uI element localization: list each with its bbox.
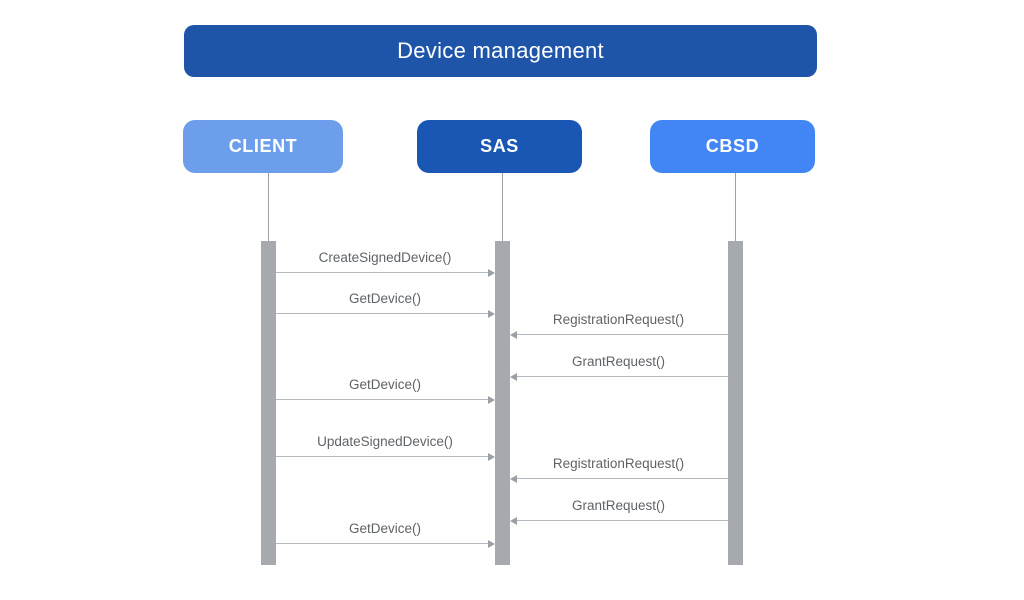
actor-box-cbsd: CBSD (650, 120, 815, 173)
message-arrow-line (516, 478, 728, 479)
message-arrow-line (516, 334, 728, 335)
lifeline-client (268, 173, 269, 241)
message-arrow-head (509, 474, 517, 483)
actor-label-client: CLIENT (228, 136, 298, 156)
message-arrow-head (487, 268, 495, 277)
message-label: RegistrationRequest() (552, 312, 685, 327)
lifeline-sas (502, 173, 503, 241)
activation-bar-sas (494, 241, 510, 565)
message-label: CreateSignedDevice() (318, 250, 452, 265)
message-label: GetDevice() (348, 377, 421, 392)
message-arrow-head (487, 539, 495, 548)
message-arrow-line (516, 376, 728, 377)
message-label: GetDevice() (348, 291, 421, 306)
message-label: GrantRequest() (571, 498, 666, 513)
message-arrow-line (275, 313, 488, 314)
message-arrow-head (509, 330, 517, 339)
message-arrow-head (487, 309, 495, 318)
message-label: GetDevice() (348, 521, 421, 536)
diagram-title-label: Device management (397, 38, 604, 63)
message-arrow-head (509, 516, 517, 525)
message-label: UpdateSignedDevice() (317, 434, 453, 449)
diagram-title-banner: Device management (184, 25, 817, 77)
message-arrow-head (509, 372, 517, 381)
message-label: GrantRequest() (571, 354, 666, 369)
actor-box-client: CLIENT (183, 120, 343, 173)
lifeline-cbsd (735, 173, 736, 241)
message-arrow-line (275, 399, 488, 400)
actor-box-sas: SAS (417, 120, 582, 173)
activation-bar-cbsd (727, 241, 743, 565)
activation-bar-client (260, 241, 276, 565)
message-arrow-line (516, 520, 728, 521)
message-label: RegistrationRequest() (552, 456, 685, 471)
message-arrow-head (487, 452, 495, 461)
message-arrow-line (275, 456, 488, 457)
message-arrow-line (275, 543, 488, 544)
actor-label-cbsd: CBSD (705, 136, 760, 156)
message-arrow-head (487, 395, 495, 404)
message-arrow-line (275, 272, 488, 273)
actor-label-sas: SAS (480, 136, 519, 156)
